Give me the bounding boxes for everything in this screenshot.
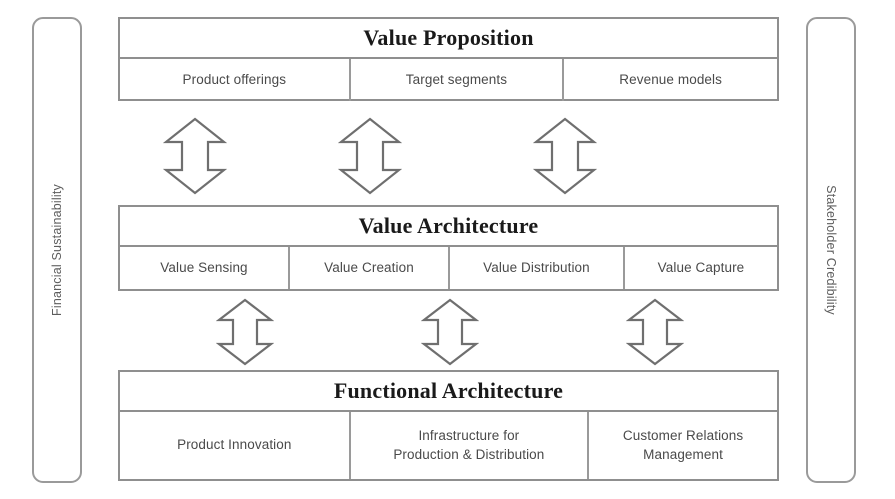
cell-label: Revenue models [619,71,722,87]
cell-value-distribution: Value Distribution [448,247,623,289]
block-header-value-architecture: Value Architecture [118,205,779,247]
block-title: Value Architecture [358,213,539,238]
pillar-stakeholder-credibility: Stakeholder Credibility [806,17,856,483]
cell-label: Target segments [405,71,508,87]
connector-arrow-3 [533,116,597,196]
cell-product-innovation: Product Innovation [120,412,349,479]
block-title: Functional Architecture [333,378,564,403]
cell-row-value-proposition: Product offerings Target segments Revenu… [118,59,779,101]
block-header-value-proposition: Value Proposition [118,17,779,59]
cell-label: Value Sensing [160,259,248,275]
cell-value-capture: Value Capture [622,247,777,289]
cell-target-segments: Target segments [348,59,563,101]
block-functional-architecture: Functional Architecture Product Innovati… [118,370,779,481]
cell-value-creation: Value Creation [287,247,448,289]
pillar-right-label: Stakeholder Credibility [824,185,839,315]
cell-product-offerings: Product offerings [120,59,349,101]
cell-label: Value Distribution [483,259,590,275]
cell-label: Product Innovation [177,437,292,453]
connector-arrow-5 [421,297,479,367]
block-value-architecture: Value Architecture Value Sensing Value C… [118,205,779,291]
block-title: Value Proposition [363,25,534,50]
block-value-proposition: Value Proposition Product offerings Targ… [118,17,779,101]
cell-row-value-architecture: Value Sensing Value Creation Value Distr… [118,247,779,291]
cell-value-sensing: Value Sensing [120,247,288,289]
pillar-left-label: Financial Sustainability [50,184,65,316]
connector-arrow-4 [216,297,274,367]
connector-arrow-1 [163,116,227,196]
pillar-financial-sustainability: Financial Sustainability [32,17,82,483]
block-header-functional-architecture: Functional Architecture [118,370,779,412]
cell-label: Value Creation [324,259,414,275]
connector-arrow-2 [338,116,402,196]
cell-label: Product offerings [182,71,287,87]
connector-arrow-6 [626,297,684,367]
cell-revenue-models: Revenue models [562,59,777,101]
cell-label: Value Capture [657,259,745,275]
